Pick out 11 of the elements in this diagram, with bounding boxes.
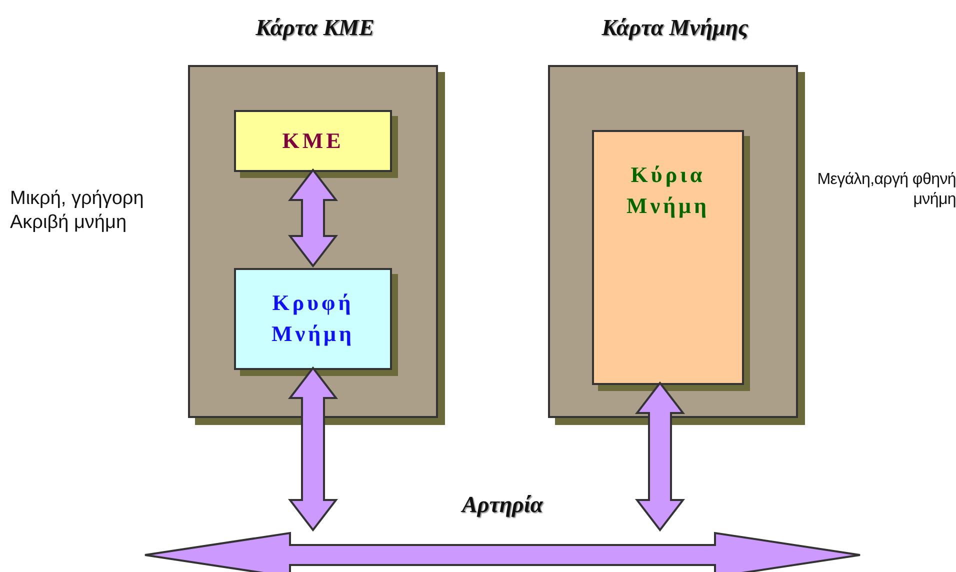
double-arrow [288, 366, 338, 532]
side-note: Μεγάλη,αργή φθηνή μνήμη [816, 170, 956, 210]
bus-label: Αρτηρία [460, 492, 544, 518]
side-note: Μικρή, γρήγορη Ακριβή μνήμη [10, 187, 145, 234]
double-arrow [634, 381, 686, 532]
box-label: Κρυφή Μνήμη [270, 289, 356, 348]
box-label: ΚΜΕ [282, 126, 344, 155]
card-title: Κάρτα ΚΜΕ [254, 15, 376, 41]
card-title: Κάρτα Μνήμης [600, 15, 750, 41]
box-label: Κύρια Μνήμη [625, 161, 711, 220]
double-arrow [288, 168, 338, 268]
